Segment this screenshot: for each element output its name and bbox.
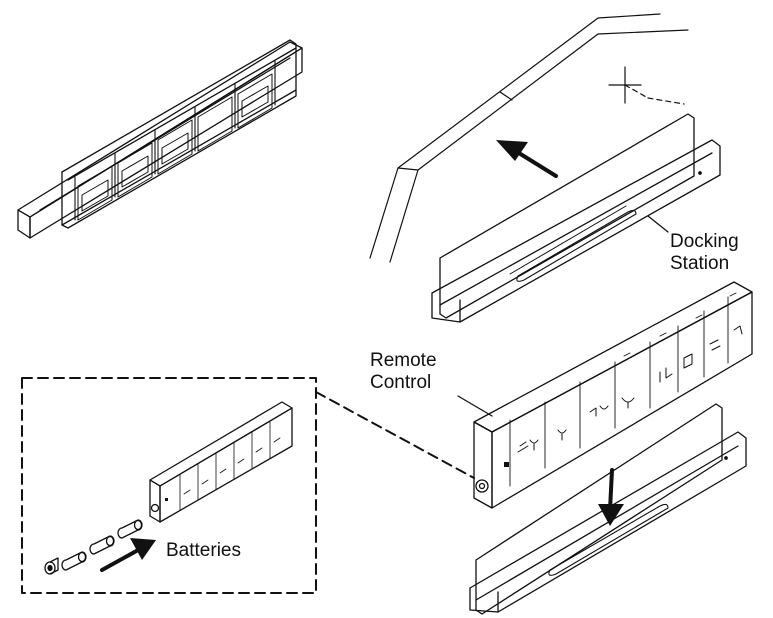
docking-station-label-line1: Docking [670,231,739,252]
remote-control-leader [457,395,493,417]
battery-detail-callout [21,377,475,594]
remote-control-label-line1: Remote [370,350,437,371]
battery-1 [61,551,87,571]
docking-station-installed [431,113,721,323]
docking-station-removal [469,403,747,615]
removal-direction-arrow [598,468,624,526]
battery-3 [117,519,143,539]
battery-cap [44,557,59,575]
docking-station-label-line2: Station [670,253,730,274]
battery-2 [89,535,115,555]
remote-control-detail [149,401,293,523]
wall-outline [369,13,689,263]
battery-insert-arrow [100,538,156,572]
docking-station-label: Docking Station [670,231,739,275]
batteries-label: Batteries [166,540,241,561]
remote-control-label: Remote Control [370,350,437,394]
docking-station-leader [647,215,669,233]
install-direction-arrow [496,140,558,178]
remote-control [473,281,753,509]
remote-control-label-line2: Control [370,372,432,393]
docking-station-rear-view [17,39,303,239]
mounting-cross-mark [608,66,685,105]
